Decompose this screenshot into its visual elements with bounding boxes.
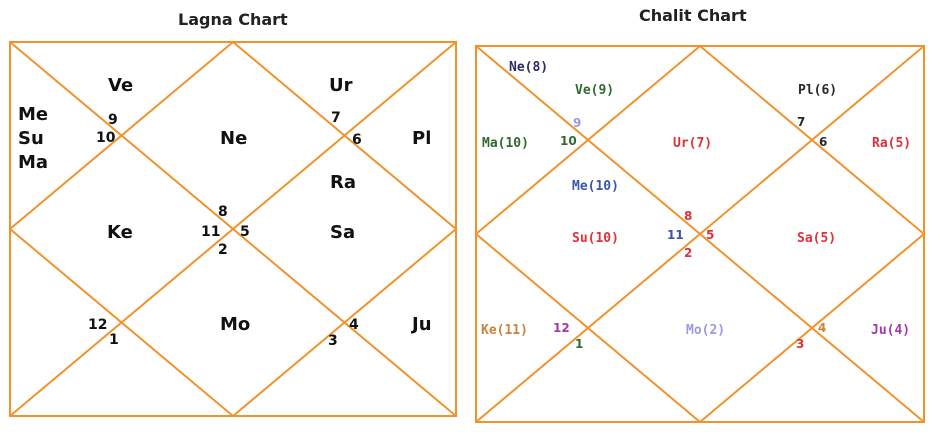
chalit-house-number: 6: [819, 135, 827, 149]
chalit-house-number: 4: [818, 321, 826, 335]
chalit-planet: Ne(8): [509, 60, 548, 75]
lagna-house-number: 6: [352, 132, 362, 148]
chalit-planet: Ra(5): [872, 136, 911, 151]
lagna-house-number: 2: [218, 242, 228, 258]
lagna-planet: Ra: [330, 172, 356, 193]
lagna-planet: Ve: [108, 75, 133, 96]
chalit-grid: [474, 44, 926, 424]
lagna-house-number: 8: [218, 204, 228, 220]
lagna-planet: Sa: [330, 222, 355, 243]
chalit-planet: Mo(2): [686, 323, 725, 338]
chalit-diagonal-anti: [475, 45, 925, 423]
chalit-inner-diamond: [474, 44, 926, 424]
chalit-planet: Ve(9): [575, 83, 614, 98]
chalit-house-number: 11: [667, 228, 684, 242]
chalit-house-number: 8: [684, 209, 692, 223]
lagna-planet: Me: [18, 104, 48, 125]
lagna-planet: Su: [18, 128, 44, 149]
chalit-planet: Pl(6): [798, 83, 837, 98]
lagna-planet: Mo: [220, 314, 250, 335]
lagna-house-number: 11: [201, 224, 220, 240]
chalit-planet: Sa(5): [797, 231, 836, 246]
chalit-planet: Ju(4): [871, 323, 910, 338]
chalit-planet: Su(10): [572, 231, 619, 246]
chalit-house-number: 5: [706, 228, 714, 242]
chalit-house-number: 7: [797, 115, 805, 129]
lagna-planet: Pl: [412, 128, 431, 149]
chalit-house-number: 3: [796, 337, 804, 351]
lagna-house-number: 4: [349, 317, 359, 333]
lagna-planet: Ju: [410, 314, 432, 335]
lagna-house-number: 1: [109, 332, 119, 348]
lagna-planet: Ma: [18, 152, 48, 173]
chalit-planet: Ma(10): [482, 136, 529, 151]
chalit-house-number: 1: [575, 337, 583, 351]
lagna-house-number: 9: [108, 112, 118, 128]
lagna-planet: Ur: [329, 75, 353, 96]
lagna-house-number: 3: [328, 333, 338, 349]
chalit-planet: Ur(7): [673, 136, 712, 151]
lagna-chart-title: Lagna Chart: [178, 10, 288, 29]
chalit-planet: Ke(11): [481, 323, 528, 338]
lagna-chart: Ve Ur Me Su Ma Ne Pl Ra Sa Ke Mo Ju 9 10…: [8, 40, 458, 418]
lagna-planet: Ke: [107, 222, 133, 243]
chalit-planet: Me(10): [572, 179, 619, 194]
lagna-planet: Ne: [220, 128, 247, 149]
lagna-house-number: 5: [240, 224, 250, 240]
lagna-house-number: 10: [96, 130, 116, 146]
lagna-inner-diamond: [8, 40, 458, 418]
chalit-chart-title: Chalit Chart: [639, 6, 747, 25]
chalit-chart: Ne(8) Ve(9) Pl(6) Ma(10) Ur(7) Ra(5) Me(…: [474, 44, 926, 424]
lagna-house-number: 12: [88, 317, 107, 333]
lagna-house-number: 7: [331, 110, 341, 126]
lagna-grid: [8, 40, 458, 418]
chalit-house-number: 12: [553, 321, 570, 335]
chalit-house-number: 2: [684, 246, 692, 260]
lagna-diagonal-anti: [9, 41, 457, 417]
chalit-house-number: 9: [573, 116, 581, 130]
chalit-house-number: 10: [560, 134, 577, 148]
